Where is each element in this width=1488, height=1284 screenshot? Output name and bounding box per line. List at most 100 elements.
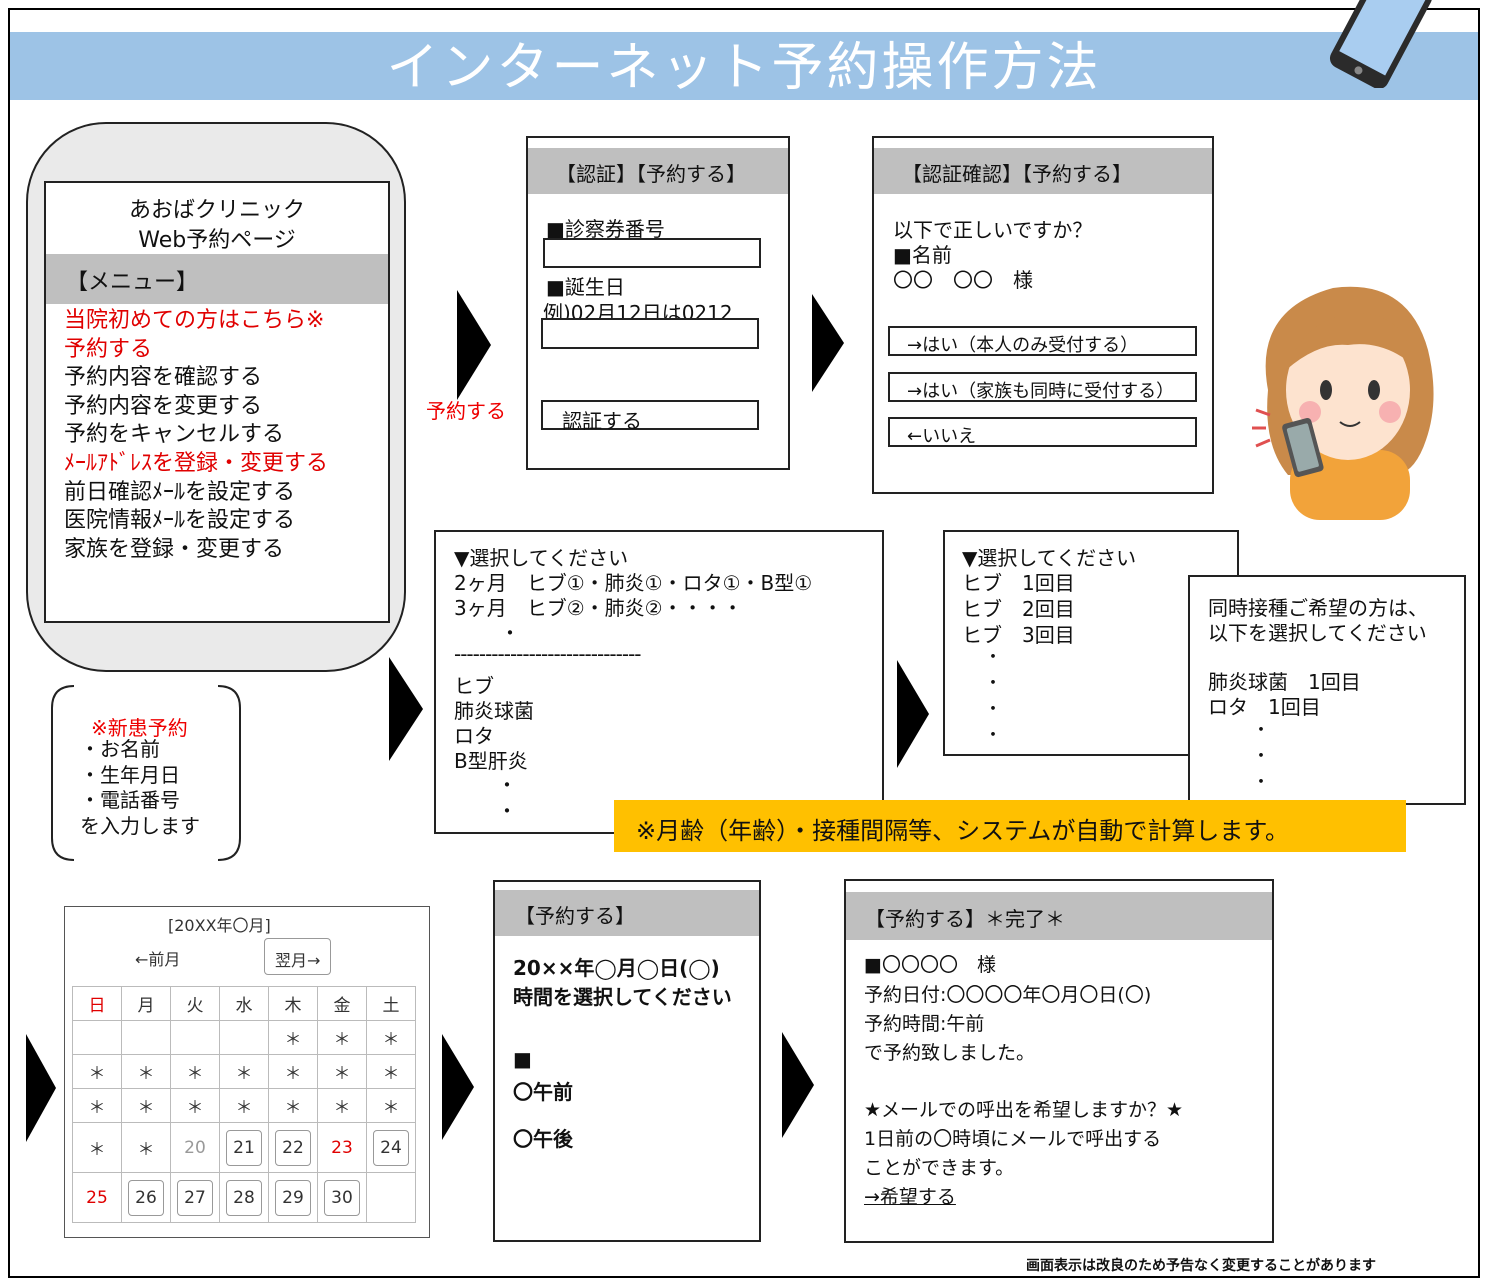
dose-hib-2[interactable]: ヒブ 2回目	[962, 597, 1075, 621]
menu-item[interactable]: 予約内容を変更する	[64, 393, 263, 419]
menu-item[interactable]: 前日確認ﾒｰﾙを設定する	[64, 479, 296, 505]
arrow-label: 予約する	[426, 399, 506, 423]
calendar-unavailable-cell: ＊	[170, 1088, 220, 1123]
calendar-unavailable-cell: ＊	[72, 1054, 122, 1089]
ellipsis-dots: ・・・・	[984, 647, 1002, 746]
calendar-day-cell: 20	[170, 1122, 220, 1173]
vaccine-select-heading: ▼選択してください	[454, 546, 629, 570]
nurse-illustration	[1252, 286, 1434, 520]
weekday-header: 木	[268, 986, 318, 1021]
simultaneous-rota[interactable]: ロタ 1回目	[1208, 695, 1321, 719]
mail-request-link[interactable]: →希望する	[864, 1186, 956, 1208]
calendar-day-button[interactable]: 24	[373, 1129, 409, 1166]
flow-arrow-3	[389, 657, 423, 761]
calendar-day-cell: 29	[268, 1172, 318, 1223]
calendar-day-button[interactable]: 30	[324, 1179, 360, 1216]
time-header: 【予約する】	[515, 904, 635, 928]
calendar-day-button[interactable]: 22	[275, 1129, 311, 1166]
calendar-unavailable-cell: ＊	[268, 1088, 318, 1123]
footer-note: 画面表示は改良のため予告なく変更することがあります	[1026, 1258, 1376, 1274]
title-banner	[10, 32, 1478, 100]
calendar-unavailable-cell: ＊	[317, 1088, 367, 1123]
birthday-input[interactable]	[541, 318, 759, 349]
weekday-header: 月	[121, 986, 171, 1021]
complete-date: 予約日付:〇〇〇〇年〇月〇日(〇)	[864, 984, 1152, 1006]
confirm-no-button[interactable]: ←いいえ	[888, 417, 1197, 447]
menu-header: 【メニュー】	[66, 270, 199, 295]
calendar-unavailable-cell: ＊	[268, 1054, 318, 1089]
menu-item[interactable]: 家族を登録・変更する	[64, 536, 285, 562]
menu-item[interactable]: 予約内容を確認する	[64, 365, 263, 391]
complete-name: ■〇〇〇〇 様	[864, 954, 996, 976]
time-header-bar	[495, 890, 759, 936]
calendar-empty-cell	[170, 1020, 220, 1055]
calendar-unavailable-cell: ＊	[121, 1122, 171, 1173]
calendar-day-button[interactable]: 26	[128, 1179, 164, 1216]
mail-line1: 1日前の〇時頃にメールで呼出する	[864, 1128, 1162, 1150]
vaccine-hepb[interactable]: B型肝炎	[454, 749, 528, 773]
calendar-unavailable-cell: ＊	[121, 1054, 171, 1089]
confirm-no-label: ←いいえ	[907, 426, 977, 447]
time-mark: ■	[513, 1047, 532, 1071]
calendar-day-cell: 22	[268, 1122, 318, 1173]
vaccine-rota[interactable]: ロタ	[454, 724, 494, 748]
calendar-prev[interactable]: ←前月	[135, 950, 181, 969]
menu-list: 当院初めての方はこちら※ 予約する予約内容を確認する予約内容を変更する予約をキャン…	[64, 307, 328, 564]
ellipsis-dots: ・・・	[1252, 720, 1270, 793]
time-am-option[interactable]: 〇午前	[513, 1080, 573, 1104]
confirm-yes-family-button[interactable]: →はい（家族も同時に受付する）	[888, 372, 1197, 402]
calendar-day-label: 23	[331, 1137, 353, 1158]
menu-item[interactable]: ﾒｰﾙｱﾄﾞﾚｽを登録・変更する	[64, 450, 329, 476]
calendar-unavailable-cell: ＊	[317, 1054, 367, 1089]
confirm-yes-self-button[interactable]: →はい（本人のみ受付する）	[888, 326, 1197, 356]
calendar-unavailable-cell: ＊	[72, 1088, 122, 1123]
calendar-empty-cell	[366, 1172, 416, 1223]
calendar-empty-cell	[121, 1020, 171, 1055]
dose-hib-3[interactable]: ヒブ 3回目	[962, 623, 1075, 647]
time-pm-option[interactable]: 〇午後	[513, 1127, 573, 1151]
calendar-day-cell: 21	[219, 1122, 269, 1173]
weekday-header: 土	[366, 986, 416, 1021]
vaccine-line-3m[interactable]: 3ヶ月 ヒブ②・肺炎②・・・・	[454, 596, 743, 620]
confirm-header: 【認証確認】【予約する】	[902, 162, 1132, 186]
menu-item[interactable]: 予約をキャンセルする	[64, 422, 285, 448]
calendar-next-button[interactable]: 翌月→	[264, 938, 331, 975]
vaccine-pneumococcal[interactable]: 肺炎球菌	[454, 699, 534, 723]
complete-done: で予約致しました。	[864, 1042, 1036, 1064]
calendar-unavailable-cell: ＊	[219, 1054, 269, 1089]
menu-item[interactable]: 医院情報ﾒｰﾙを設定する	[64, 508, 296, 534]
page-title: インターネット予約操作方法	[386, 38, 1102, 98]
flow-arrow-5	[26, 1034, 56, 1142]
confirm-yes-self-label: →はい（本人のみ受付する）	[907, 335, 1139, 356]
weekday-header: 水	[219, 986, 269, 1021]
calendar-day-label: 25	[86, 1187, 108, 1208]
outer-frame	[8, 8, 1480, 1278]
calendar-day-button[interactable]: 29	[275, 1179, 311, 1216]
flow-arrow-6	[442, 1034, 474, 1140]
calendar-day-button[interactable]: 28	[226, 1179, 262, 1216]
card-number-input[interactable]	[543, 238, 761, 268]
dose-hib-1[interactable]: ヒブ 1回目	[962, 571, 1075, 595]
calendar-day-cell: 26	[121, 1172, 171, 1223]
menu-item[interactable]: 予約する	[64, 336, 153, 362]
complete-header: 【予約する】＊完了＊	[865, 907, 1065, 931]
mail-question: ★メールでの呼出を希望しますか？★	[864, 1099, 1184, 1121]
calendar-unavailable-cell: ＊	[170, 1054, 220, 1089]
birthday-label: ■誕生日	[546, 275, 625, 299]
calendar-day-button[interactable]: 21	[226, 1129, 262, 1166]
calendar-unavailable-cell: ＊	[268, 1020, 318, 1055]
calendar-day-label: 20	[184, 1137, 206, 1158]
simultaneous-pneumo[interactable]: 肺炎球菌 1回目	[1208, 670, 1361, 694]
auth-submit-button[interactable]: 認証する	[541, 400, 759, 433]
ellipsis-dots: ・・	[497, 773, 517, 823]
smartphone-icon	[1329, 0, 1433, 88]
vaccine-hib[interactable]: ヒブ	[454, 674, 494, 698]
flow-arrow-4	[897, 660, 929, 768]
new-patient-title: ※新患予約	[91, 716, 188, 740]
vaccine-line-2m[interactable]: 2ヶ月 ヒブ①・肺炎①・ロタ①・B型①	[454, 571, 813, 595]
new-patient-line: を入力します	[80, 813, 200, 838]
confirm-yes-family-label: →はい（家族も同時に受付する）	[907, 381, 1175, 402]
calendar-day-button[interactable]: 27	[177, 1179, 213, 1216]
menu-item[interactable]: 当院初めての方はこちら※	[64, 308, 325, 333]
simultaneous-line2: 以下を選択してください	[1208, 621, 1427, 645]
